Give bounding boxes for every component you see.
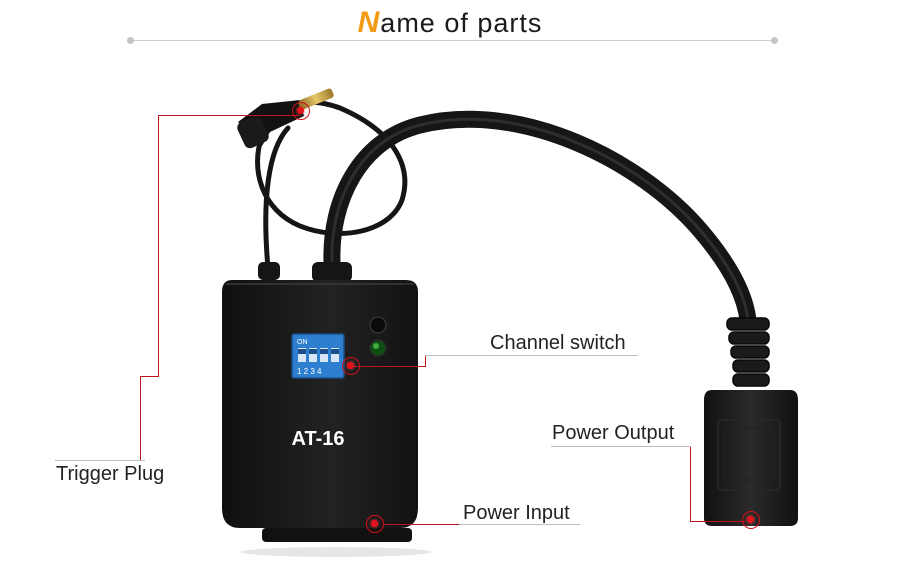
page-title: Name of parts (0, 6, 900, 40)
power-output-label: Power Output (552, 422, 675, 444)
trigger-plug-callout-line-jog (140, 376, 159, 377)
divider-dot-right (771, 37, 778, 44)
channel-switch-underline (425, 355, 638, 356)
trigger-cable (255, 99, 408, 271)
trigger-plug-callout-line-top (158, 115, 300, 116)
dip-switch-panel (291, 333, 345, 379)
title-rest: ame of parts (380, 8, 543, 38)
power-input-marker (366, 515, 384, 533)
power-output-marker (742, 511, 760, 529)
power-output-cable (323, 110, 757, 329)
trigger-plug-callout-line-vertical (158, 115, 159, 377)
trigger-plug-underline (55, 460, 145, 461)
divider-dot-left (127, 37, 134, 44)
channel-switch-callout-line (352, 366, 426, 367)
power-input-label: Power Input (463, 502, 570, 524)
channel-switch-marker (342, 357, 360, 375)
model-label: AT-16 (292, 428, 345, 450)
channel-switch-callout-line-riser (425, 355, 426, 367)
trigger-plug-shape (237, 88, 334, 149)
power-input-underline (459, 524, 580, 525)
title-first-letter: N (357, 6, 381, 39)
power-output-connector (704, 390, 798, 526)
receiver-body (222, 262, 431, 557)
trigger-plug-label: Trigger Plug (56, 463, 165, 485)
power-output-callout-line-vertical (690, 446, 691, 522)
trigger-plug-marker (292, 102, 310, 120)
channel-switch-label: Channel switch (490, 332, 626, 354)
dip-switch-numbers: 1 2 3 4 (297, 367, 322, 376)
power-output-underline (551, 446, 691, 447)
status-led-top (369, 316, 387, 334)
power-output-strain-relief (726, 317, 770, 387)
power-output-callout-line-bottom (690, 521, 745, 522)
trigger-plug-callout-line-lower (140, 376, 141, 460)
title-divider (130, 40, 775, 41)
dip-switch-header: ON (297, 339, 308, 346)
power-input-callout-line (384, 524, 459, 525)
